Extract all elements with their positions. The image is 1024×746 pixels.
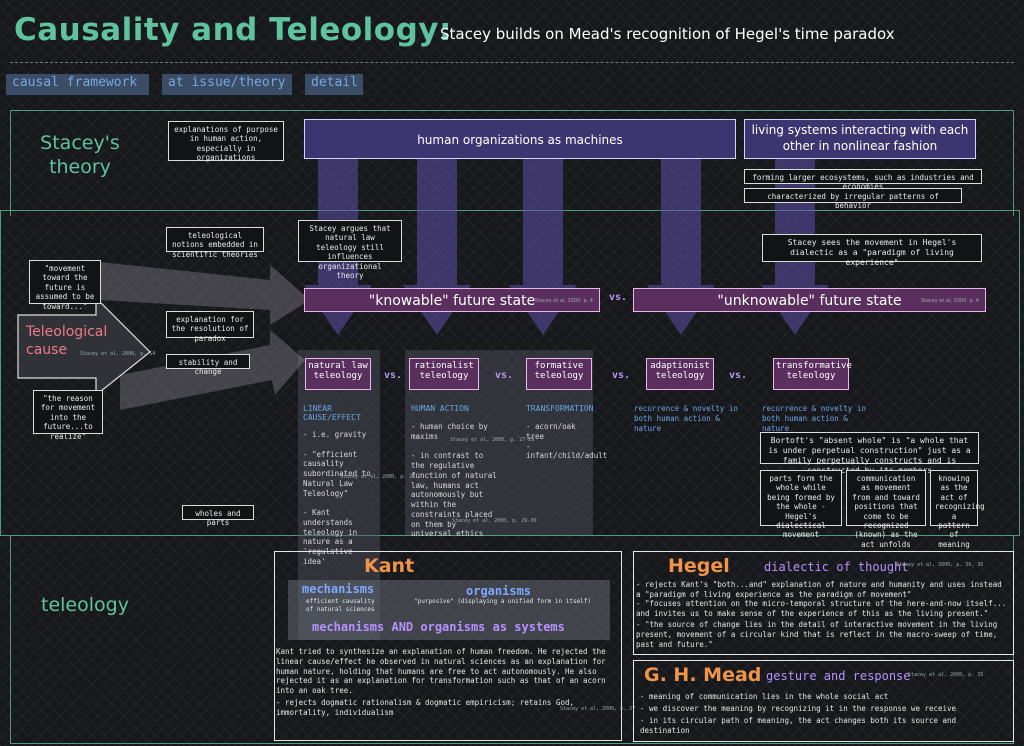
hegel-cite: Stacey et al, 2000, p. 30, 36 [896, 562, 984, 568]
kant-mechanisms: mechanisms [302, 582, 375, 596]
formative-body: - acorn/oak tree - infant/child/adult [526, 422, 608, 461]
vs-4: vs. [729, 370, 748, 381]
teleology-label: teleology [41, 594, 129, 616]
teleological-cause-arrow [17, 296, 151, 397]
explanations-purpose-note: explanations of purpose in human action,… [168, 121, 284, 162]
knowable-state-label: "knowable" future state [368, 293, 536, 309]
machines-box: human organizations as machines [304, 119, 736, 159]
natural-law-body: - i.e. gravity - "efficient causality su… [303, 430, 371, 566]
vs-1: vs. [384, 370, 403, 381]
bortoft-note: Bortoft's "absent whole" is "a whole tha… [760, 432, 979, 475]
vs-3: vs. [612, 370, 631, 381]
kant-title: Kant [364, 555, 415, 577]
rationalist-body: - human choice by maxims - in contrast t… [411, 422, 497, 539]
kant-both: mechanisms AND organisms as systems [312, 620, 565, 634]
stacey-argues-note: Stacey argues that natural law teleology… [298, 220, 402, 280]
mead-bullet-1: - meaning of communication lies in the w… [640, 692, 889, 701]
kant-organisms: organisms [466, 584, 532, 598]
stability-change-note: stability and change [166, 354, 250, 376]
wholes-parts-note: wholes and parts [182, 505, 254, 527]
mead-subtitle: gesture and response [766, 669, 911, 683]
unknowable-state-box: "unknowable" future state Stacey et al, … [633, 288, 986, 312]
adaptionist-body: recurrence & novelty in both human actio… [634, 404, 738, 433]
bortoft-knowing-note: knowing as the act of recognizing a patt… [930, 470, 985, 549]
kant-cite: Stacey et al, 2000, p. 27 [560, 706, 636, 712]
states-vs: vs. [609, 292, 628, 303]
teleological-cause-cite: Stacey et al, 2000, p. 14 [80, 351, 156, 357]
unknowable-cite: Stacey et al, 2000, p. 4 [920, 298, 979, 304]
knowable-cite: Stacey et al, 2000, p. 4 [534, 298, 593, 304]
hegel-subtitle: dialectic of thought [764, 560, 909, 574]
mead-bullet-2: - we discover the meaning by recognizing… [640, 704, 957, 713]
staceys-theory-region [10, 110, 1014, 216]
rationalist-head: HUMAN ACTION [411, 404, 469, 413]
kant-bullet: - rejects dogmatic rationalism & dogmati… [276, 698, 575, 717]
rationalist-cite-2: Stacey et al, 2000, p. 29-30 [452, 518, 537, 524]
staceys-theory-label: Stacey's theory [40, 132, 120, 178]
header-divider [10, 62, 1014, 63]
bortoft-parts-note: parts form the whole while being formed … [760, 470, 842, 539]
tab-detail[interactable]: detail [305, 74, 363, 95]
tab-causal-framework[interactable]: causal framework [6, 74, 149, 95]
vs-2: vs. [495, 370, 514, 381]
kant-section [274, 551, 622, 741]
irregular-patterns-note: characterized by irregular patterns of b… [744, 188, 962, 210]
living-systems-box: living systems interacting with each oth… [744, 119, 976, 159]
kant-mechanisms-sub: efficient causality of natural sciences [306, 598, 375, 613]
mead-bullet-3: - in its circular path of meaning, the a… [640, 716, 957, 735]
rationalist-teleology-box: rationalist teleology [409, 358, 479, 390]
kant-text: Kant tried to synthesize an explanation … [276, 647, 606, 695]
left-arrow-lower [120, 330, 305, 410]
hegel-bullet-1: - rejects Kant's "both...and" explanatio… [636, 580, 1002, 599]
hegel-bullet-2: - "focuses attention on the micro-tempor… [636, 599, 1007, 618]
explanation-resolution-note: explanation for the resolution of parado… [166, 311, 254, 343]
teleological-cause-label: Teleological cause [26, 324, 108, 359]
mead-cite: Stacey et al, 2000, p. 35 [908, 672, 984, 678]
transformative-teleology-box: transformative teleology [773, 358, 852, 390]
natural-law-cite: Stacey et al, 2000, p. 26 [340, 474, 416, 480]
reason-for-note: "the reason for movement into the future… [33, 390, 103, 441]
larger-ecosystems-note: forming larger ecosystems, such as indus… [744, 169, 982, 191]
knowable-state-box: "knowable" future state Stacey et al, 20… [304, 288, 600, 312]
tab-at-issue-theory[interactable]: at issue/theory [162, 74, 292, 95]
unknowable-state-label: "unknowable" future state [717, 293, 902, 309]
natural-law-teleology-box: natural law teleology [305, 358, 371, 390]
kant-mechanisms-panel [288, 580, 610, 640]
natural-law-head: LINEAR CAUSE/EFFECT [303, 404, 361, 422]
formative-head: TRANSFORMATION [526, 404, 594, 413]
movement-toward-note: "movement toward the future is assumed t… [29, 260, 101, 311]
stacey-sees-note: Stacey sees the movement in Hegel's dial… [762, 234, 982, 267]
page-subtitle: Stacey builds on Mead's recognition of H… [440, 25, 895, 43]
formative-teleology-box: formative teleology [526, 358, 592, 390]
hegel-title: Hegel [668, 555, 730, 577]
hegel-bullet-3: - "the source of change lies in the deta… [636, 620, 998, 649]
notions-scientific-note: teleological notions embedded in scienti… [166, 227, 264, 259]
mead-title: G. H. Mead [644, 664, 762, 686]
mead-section [633, 660, 1014, 742]
adaptionist-teleology-box: adaptionist teleology [646, 358, 714, 390]
left-arrow-upper [100, 262, 310, 325]
hegel-section [633, 551, 1014, 655]
causal-region [0, 210, 1020, 536]
bortoft-communication-note: communication as movement from and towar… [846, 470, 926, 549]
transformative-body: recurrence & novelty in both human actio… [762, 404, 866, 433]
page-title: Causality and Teleology: [14, 12, 452, 48]
rationalist-cite: Stacey et al, 2000, p. 27-28 [450, 437, 535, 443]
kant-organisms-sub: "purposive" (displaying a unified form i… [414, 598, 592, 605]
